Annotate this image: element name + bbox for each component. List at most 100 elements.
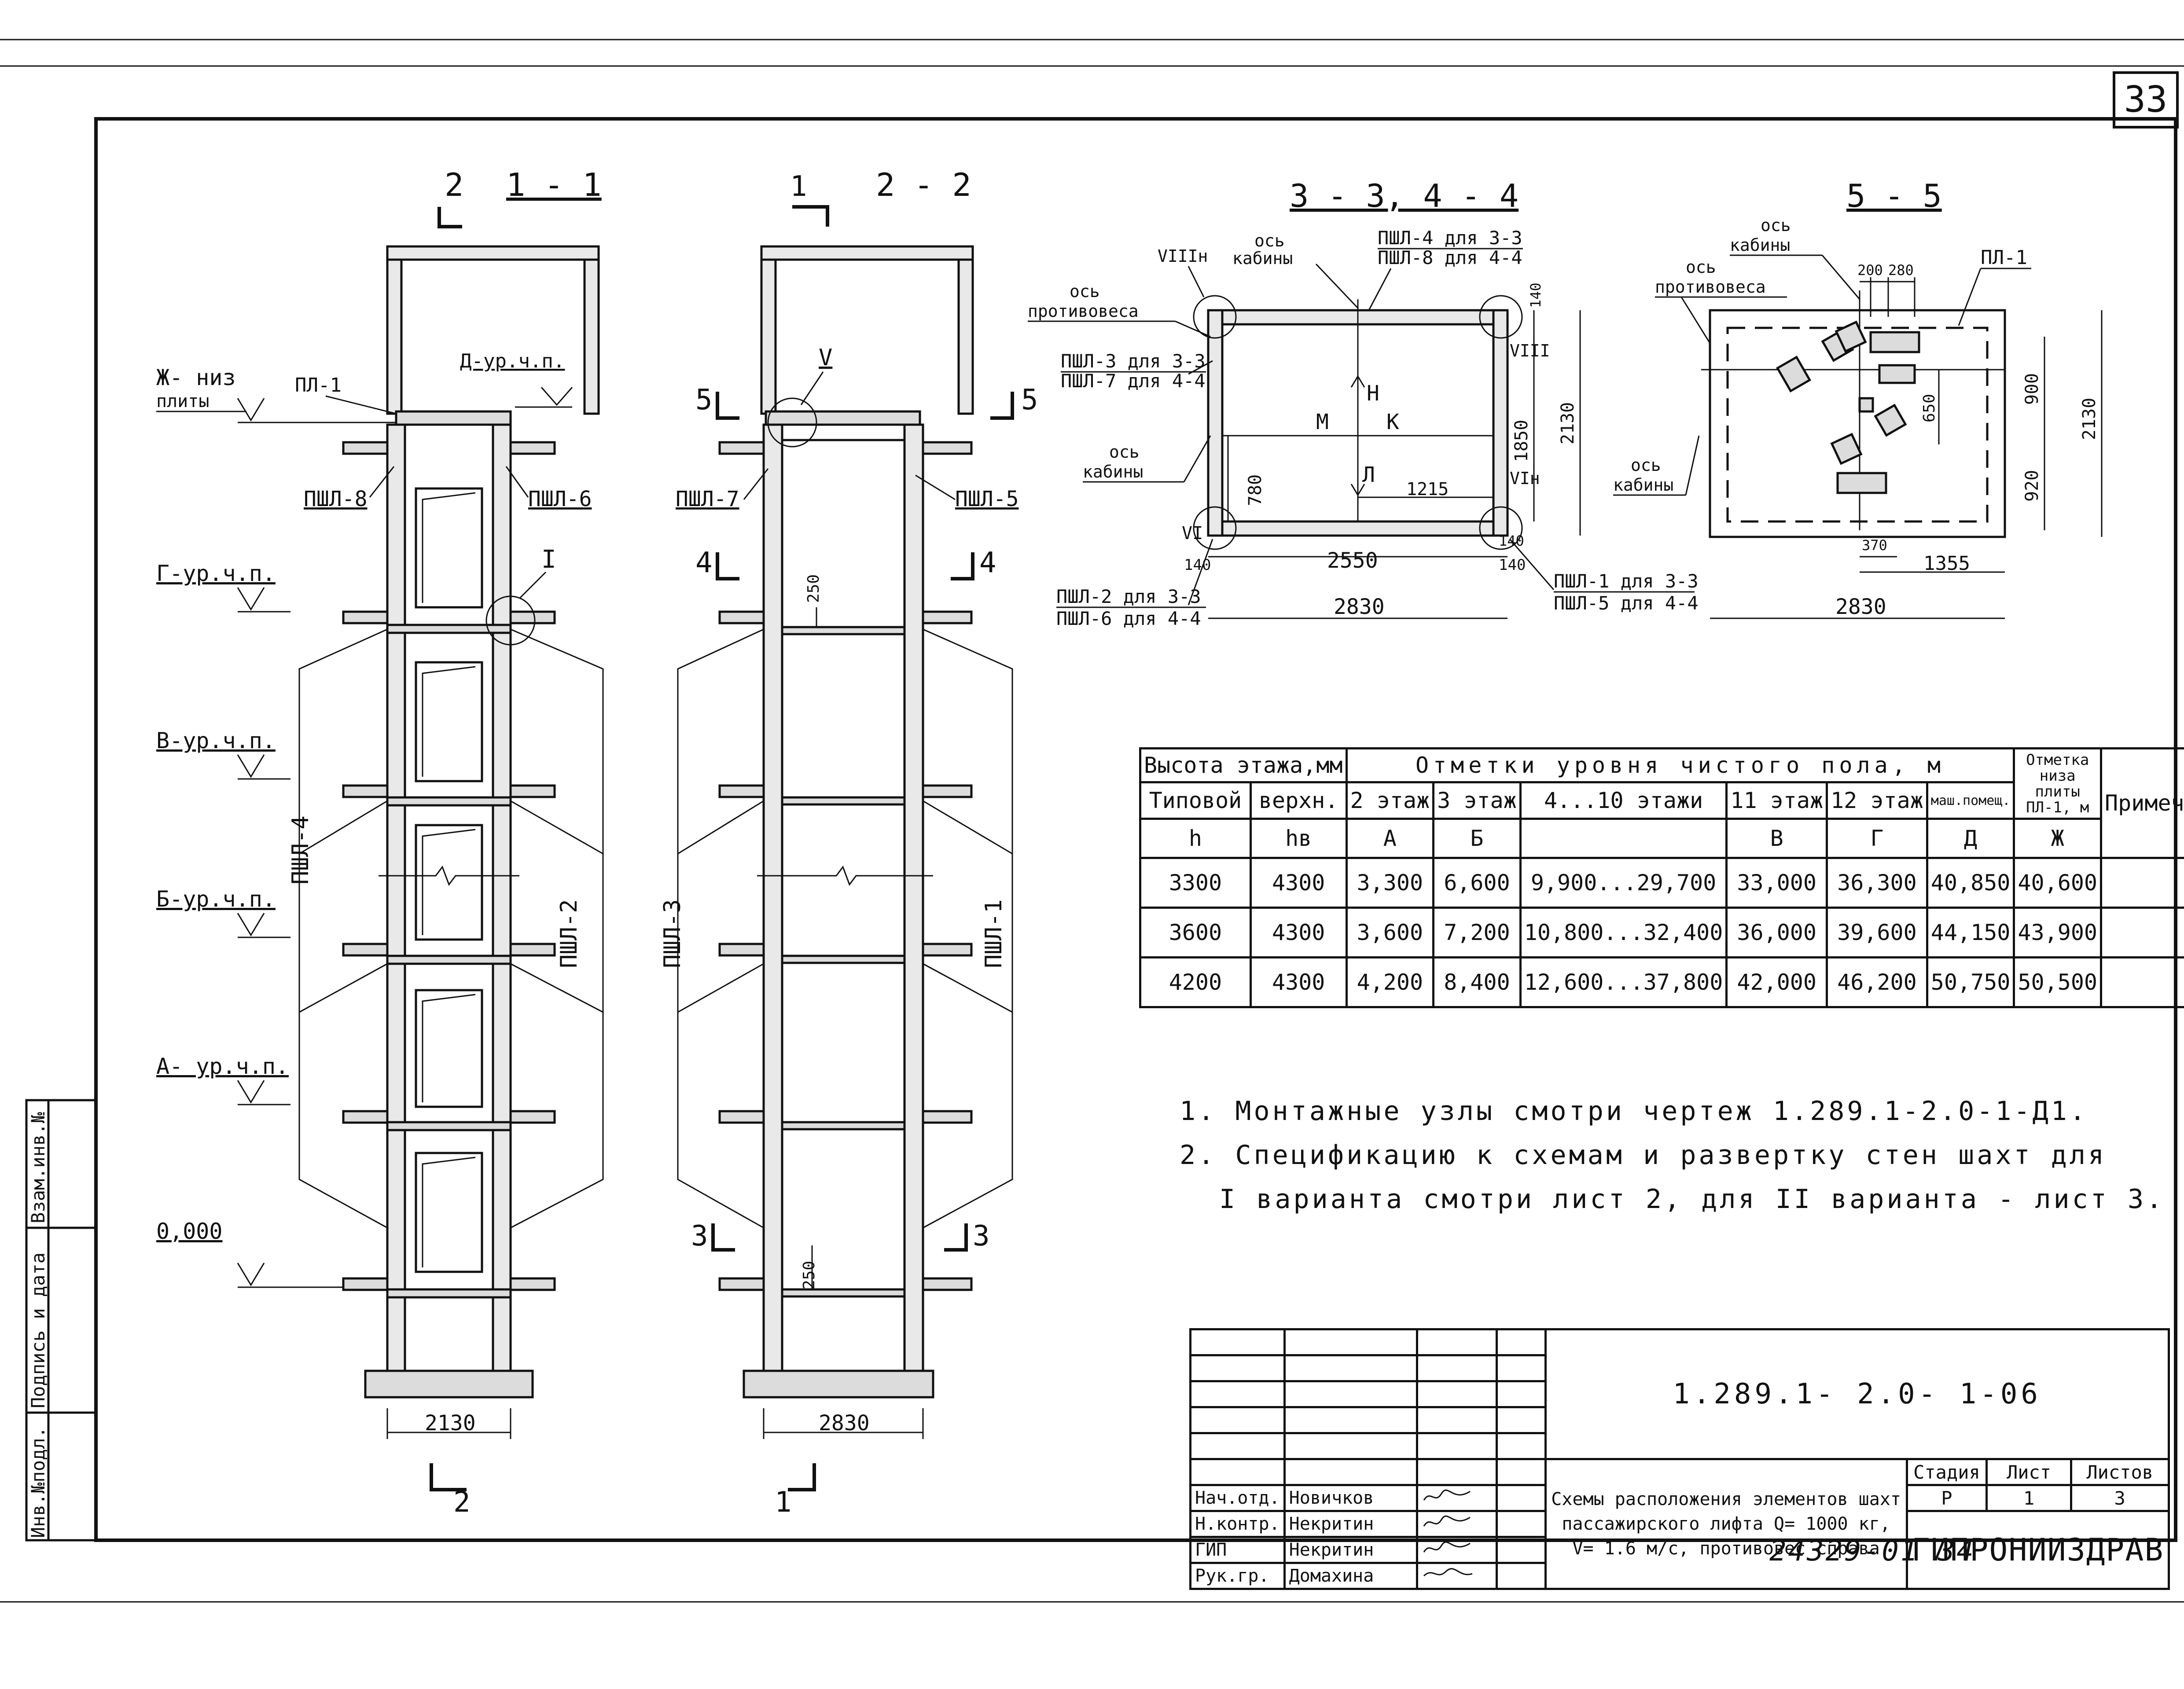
label-node-6n: VIн [1510,469,1540,488]
stamp-empty [1416,1406,1498,1434]
stamp-name: Некритин [1283,1510,1418,1538]
dim-2830-55: 2830 [1835,595,1886,619]
stamp-sheets-header: Листов [2070,1458,2170,1486]
stamp-stage: Р [1905,1484,1988,1512]
axis-cab-55b: ось [1631,455,1661,475]
axis-cw-55: ось [1686,257,1716,277]
sym-h: h [1139,818,1252,859]
stamp-empty [1495,1328,1547,1356]
dim-780: 780 [1245,474,1265,506]
stamp-empty [1283,1354,1418,1382]
stamp-empty [1189,1458,1286,1486]
axis-cw-2: противовеса [1028,301,1139,321]
label-node-8n: VIIIн [1158,246,1208,266]
cell: 44,150 [1926,907,2015,958]
label-node-V: V [819,345,832,371]
th-col-2floor: 2 этаж [1345,781,1435,820]
stamp-empty [1416,1354,1498,1382]
dim-140-left: 140 [1184,556,1211,574]
dim-140-right: 140 [1499,556,1526,574]
stamp-empty [1189,1380,1286,1408]
stamp-name: Некритин [1283,1536,1418,1564]
stamp-empty [1283,1406,1418,1434]
stamp-date [1495,1484,1547,1512]
sym-b: Б [1432,818,1522,859]
stamp-stage-header: Стадия [1905,1458,1988,1486]
axis-cw: ось [1070,282,1100,301]
stamp-name: Новичков [1283,1484,1418,1512]
mark-5-right: 5 [1021,384,1038,416]
stamp-role: ГИП [1189,1536,1286,1564]
section-5-5: 5 - 5 ось кабины ось противовеса ПЛ-1 ос… [1613,177,2103,619]
label-pshl7: ПШЛ-7 [676,487,739,511]
axis-cw-55-2: противовеса [1655,277,1766,297]
stamp-empty [1189,1432,1286,1460]
stamp-empty [1495,1406,1547,1434]
dim-250-top: 250 [805,574,823,603]
cell: 3600 [1139,907,1252,958]
cell: 6,600 [1432,857,1522,909]
cell: 4200 [1139,956,1252,1008]
door-openings-1-1 [415,487,483,1273]
dim-370: 370 [1862,537,1887,554]
th-col-12floor: 12 этаж [1826,781,1928,820]
sym-a: А [1345,818,1435,859]
cut-label-2-bottom: 2 [453,1486,471,1519]
stamp-sheet-header: Лист [1985,1458,2072,1486]
cell: 4300 [1249,956,1348,1008]
cell: 50,750 [1926,956,2015,1008]
th-note: Примеч. [2100,747,2184,859]
axis-cab-left: ось [1109,442,1140,462]
cell: 50,500 [2013,956,2103,1008]
dim-2130-55: 2130 [2079,398,2099,440]
label-pshl5: ПШЛ-5 [955,487,1019,511]
section-3-3-title: 3 - 3, 4 - 4 [1290,177,1519,214]
th-col-machine: маш.помещ. [1926,781,2015,820]
mark-3-right: 3 [973,1220,990,1252]
dim-1215: 1215 [1406,479,1449,499]
cell: 3,300 [1345,857,1435,909]
cell: 39,600 [1826,907,1928,958]
note-2: 2. Спецификацию к схемам и развертку сте… [1180,1140,2107,1171]
level-g: Г-ур.ч.п. [156,561,276,586]
stamp-empty [1416,1380,1498,1408]
dim-200: 200 [1857,262,1883,279]
sym-d: Д [1926,818,2015,859]
level-zh: Ж- низ [156,365,236,390]
stamp-empty [1495,1432,1547,1460]
cut-label-1-bottom: 1 [775,1486,792,1519]
side-stamp-frame [25,1099,97,1542]
stamp-date [1495,1562,1547,1590]
section-2-2: 1 2 - 2 5 [659,166,1038,1519]
stamp-empty [1495,1380,1547,1408]
label-pshl6: ПШЛ-6 [528,487,592,511]
cell: 4300 [1249,907,1348,958]
label-pshl1: ПШЛ-1 [981,899,1007,968]
cell: 40,600 [2013,857,2103,909]
machine-equipment [1776,320,1920,494]
mark-4-right: 4 [979,547,996,579]
stamp-empty [1189,1328,1286,1356]
label-pl1-55: ПЛ-1 [1981,246,2027,269]
cell: 3,600 [1345,907,1435,958]
stamp-empty [1283,1432,1418,1460]
stamp-sheet: 1 [1985,1484,2072,1512]
cell: 33,000 [1725,857,1828,909]
label-pshl2-33: ПШЛ-2 для 3-3 [1056,586,1201,607]
dim-2130-33: 2130 [1558,402,1578,444]
th-col-upper: верхн. [1249,781,1348,820]
th-mark-plate: Отметка низа плиты ПЛ-1, м [2013,747,2103,820]
sym-g: Г [1826,818,1928,859]
cell: 4300 [1249,857,1348,909]
dim-1355: 1355 [1923,552,1970,575]
section-1-1-title: 1 - 1 [506,166,602,203]
axis-cab-left-2: кабины [1083,462,1143,481]
th-marks: Отметки уровня чистого пола, м [1345,747,2015,783]
cell: 10,800...32,400 [1519,907,1728,958]
label-pshl7-44: ПШЛ-7 для 4-4 [1061,370,1206,392]
cell [2100,907,2184,958]
label-pshl2: ПШЛ-2 [556,899,582,968]
label-node-I: I [541,545,556,574]
label-node-8: VIII [1510,341,1550,360]
label-pshl8: ПШЛ-8 [304,487,368,511]
